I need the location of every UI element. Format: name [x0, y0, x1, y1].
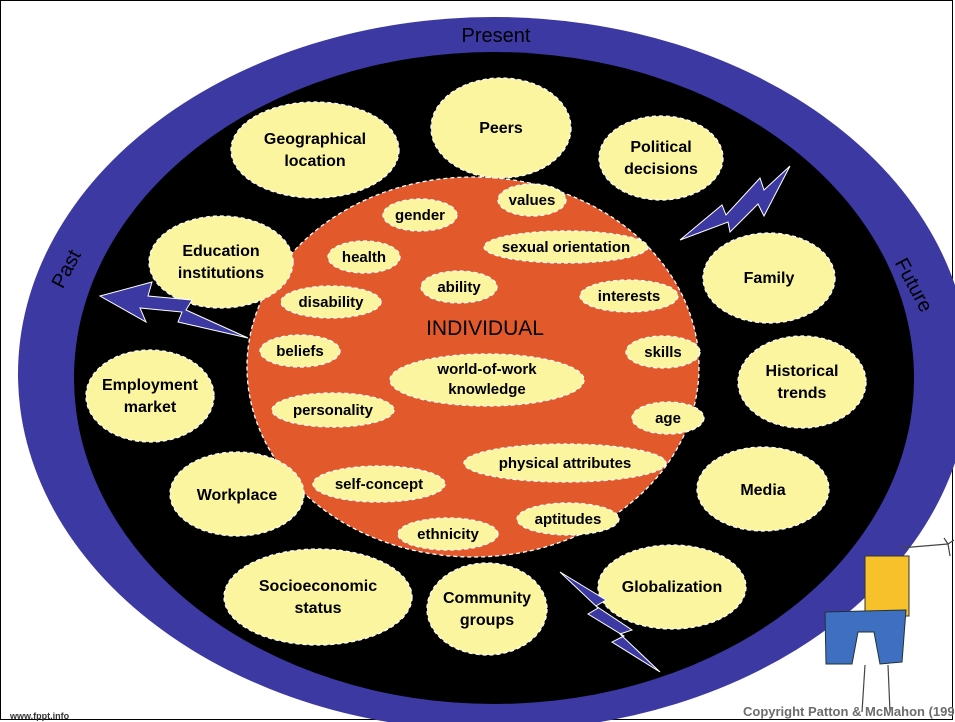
lightning-bolt-past [98, 281, 249, 339]
external-label: Globalization [622, 579, 722, 596]
internal-bubble-aptitudes: aptitudes [516, 502, 620, 536]
external-bubble-political-decisions: Political [598, 115, 724, 201]
external-label: Education [182, 243, 259, 260]
internal-bubble-skills: skills [625, 335, 701, 369]
external-bubble-workplace: Workplace [169, 451, 305, 537]
external-label: Employment [102, 377, 199, 394]
external-label-line2: trends [778, 385, 827, 402]
internal-bubble-physical-attributes: physical attributes [463, 443, 667, 483]
internal-bubble-ethnicity: ethnicity [397, 517, 499, 551]
svg-text:age: age [655, 410, 681, 427]
external-label: Community [443, 590, 531, 607]
svg-text:personality: personality [293, 402, 374, 419]
external-label: Political [630, 139, 691, 156]
svg-text:ethnicity: ethnicity [417, 526, 479, 543]
svg-text:skills: skills [644, 344, 682, 361]
external-label: Geographical [264, 131, 366, 148]
individual-title: INDIVIDUAL [426, 317, 544, 340]
website-watermark: www.fppt.info [9, 711, 70, 721]
internal-bubble-self-concept: self-concept [312, 465, 446, 503]
external-bubble-peers: Peers [430, 77, 572, 179]
external-bubble-education-institutions: Education [148, 215, 294, 309]
external-label: Socioeconomic [259, 578, 377, 595]
external-bubble-geographical-location: Geographical [230, 101, 400, 199]
stick-figure-illustration [824, 537, 955, 713]
internal-bubble-age: age [631, 401, 705, 435]
svg-text:disability: disability [298, 294, 364, 311]
svg-text:physical attributes: physical attributes [499, 455, 632, 472]
external-bubble-community-groups: Community [426, 562, 548, 656]
internal-bubble-ability: ability [420, 270, 498, 304]
external-label-line2: location [284, 153, 345, 170]
svg-text:gender: gender [395, 207, 445, 224]
svg-text:aptitudes: aptitudes [535, 511, 602, 528]
external-label-line2: market [124, 399, 177, 416]
external-label-line2: decisions [624, 161, 698, 178]
external-bubble-globalization: Globalization [597, 544, 747, 630]
external-label-line2: groups [460, 612, 514, 629]
internal-bubble-health: health [327, 240, 401, 274]
external-label: Workplace [197, 487, 278, 504]
external-bubble-socioeconomic-status: Socioeconomic [223, 548, 413, 646]
external-label-line2: institutions [178, 265, 264, 282]
internal-bubble-world-of-work-knowledge: world-of-work [389, 353, 585, 407]
internal-bubble-sexual-orientation: sexual orientation [483, 230, 649, 264]
external-label: Media [740, 482, 785, 499]
internal-label-line2: knowledge [448, 381, 526, 398]
external-bubble-media: Media [696, 446, 830, 532]
internal-bubble-personality: personality [271, 392, 395, 428]
internal-bubble-disability: disability [280, 285, 382, 319]
external-bubble-family: Family [702, 232, 836, 324]
internal-bubble-gender: gender [382, 198, 458, 232]
svg-text:health: health [342, 249, 386, 266]
svg-text:ability: ability [437, 279, 481, 296]
external-bubble-historical-trends: Historical [737, 335, 867, 429]
svg-text:self-concept: self-concept [335, 476, 423, 493]
svg-text:interests: interests [598, 288, 661, 305]
internal-bubble-beliefs: beliefs [259, 334, 341, 368]
present-label: Present [462, 25, 531, 47]
svg-text:sexual orientation: sexual orientation [502, 239, 630, 256]
svg-text:world-of-work: world-of-work [436, 361, 537, 378]
external-label: Historical [766, 363, 839, 380]
external-bubble-employment-market: Employment [85, 349, 215, 443]
internal-bubble-interests: interests [579, 279, 679, 313]
internal-bubble-values: values [497, 183, 567, 217]
copyright-credit: Copyright Patton & McMahon (1999) [743, 704, 955, 719]
external-label: Peers [479, 120, 523, 137]
lightning-bolt-future [679, 165, 791, 241]
svg-text:values: values [509, 192, 556, 209]
external-label-line2: status [294, 600, 341, 617]
lightning-bolt-present [559, 571, 661, 673]
svg-text:beliefs: beliefs [276, 343, 324, 360]
external-label: Family [744, 270, 795, 287]
